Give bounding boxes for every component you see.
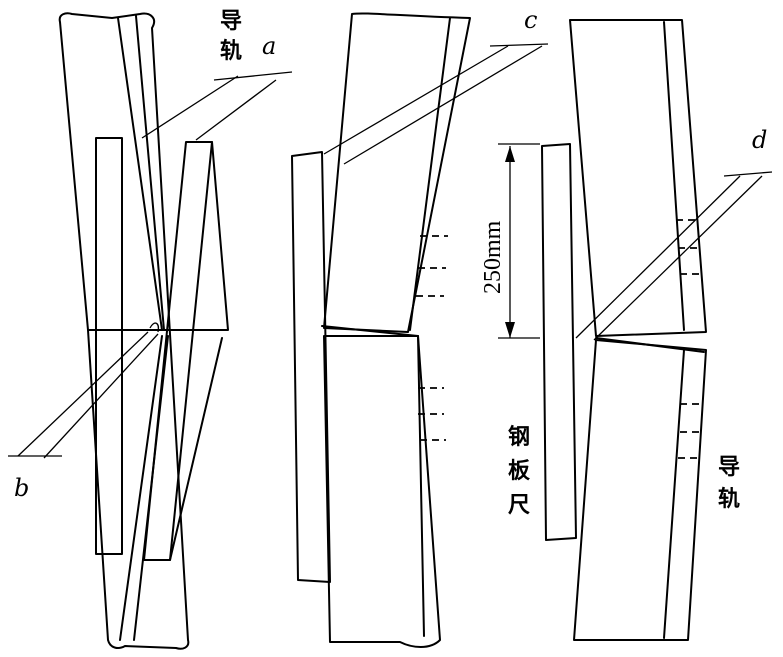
panel3-leader-d1 [575, 175, 741, 339]
panel1-rail-outline [58, 12, 190, 650]
ruler-label-2: 板 [508, 459, 531, 484]
panel1-leader-b1 [17, 331, 149, 457]
panel1-leader-a2 [195, 79, 277, 141]
panel1-joint-tick [149, 322, 160, 333]
point-c-label: c [524, 6, 537, 34]
panel2-rail-lower [323, 335, 441, 648]
panel3-leader-d2 [593, 175, 763, 341]
panel1-leader-a1 [141, 75, 239, 139]
dimension-arrow-top [505, 146, 515, 162]
panel2-rail-lower-right [417, 335, 425, 637]
panel2-c-baseline [489, 43, 549, 47]
panel1-rail-web-left [117, 17, 163, 331]
panel-1 [8, 12, 293, 650]
panel-3 [498, 19, 773, 641]
panel3-ruler [541, 143, 577, 541]
point-a-label: a [262, 32, 276, 60]
panel2-leader-c2 [343, 45, 543, 165]
panel2-rail-outline [323, 12, 471, 333]
panel3-rail-upper [569, 19, 707, 337]
dimension-label: 250mm [480, 220, 506, 294]
panel1-ruler-front [143, 141, 213, 561]
panel3-rail-upper-right [663, 21, 685, 331]
point-d-label: d [752, 126, 767, 154]
panel1-joint [87, 141, 229, 331]
panel3-d-baseline [723, 171, 773, 177]
rail-label-top-2: 轨 [220, 38, 242, 64]
panel1-leader-b2 [43, 333, 159, 459]
panel1-ruler-back [95, 137, 123, 555]
panel3-joint [595, 337, 705, 353]
point-b-label: b [14, 474, 29, 502]
rail-label-top-1: 导 [220, 9, 242, 34]
panel1-rail-web-lower-left [119, 335, 163, 641]
rail-label-bottom-1: 导 [718, 455, 740, 480]
panel2-leader-c1 [323, 45, 509, 155]
panel2-ruler [291, 151, 331, 583]
panel1-rail-web-right [135, 15, 165, 331]
panel1-joint-lower [169, 337, 223, 561]
ruler-label-1: 钢 [508, 424, 530, 450]
panel3-rail-lower-right [663, 349, 685, 639]
rail-label-bottom-2: 轨 [718, 486, 740, 512]
panel3-rail-lower [573, 339, 707, 641]
panel1-a-baseline [213, 71, 293, 81]
panel2-joint [321, 325, 419, 337]
ruler-label-3: 尺 [508, 493, 530, 518]
dimension-arrow-bottom [505, 322, 515, 338]
panel-2 [291, 12, 549, 648]
panel2-rail-upper-right [409, 17, 451, 331]
